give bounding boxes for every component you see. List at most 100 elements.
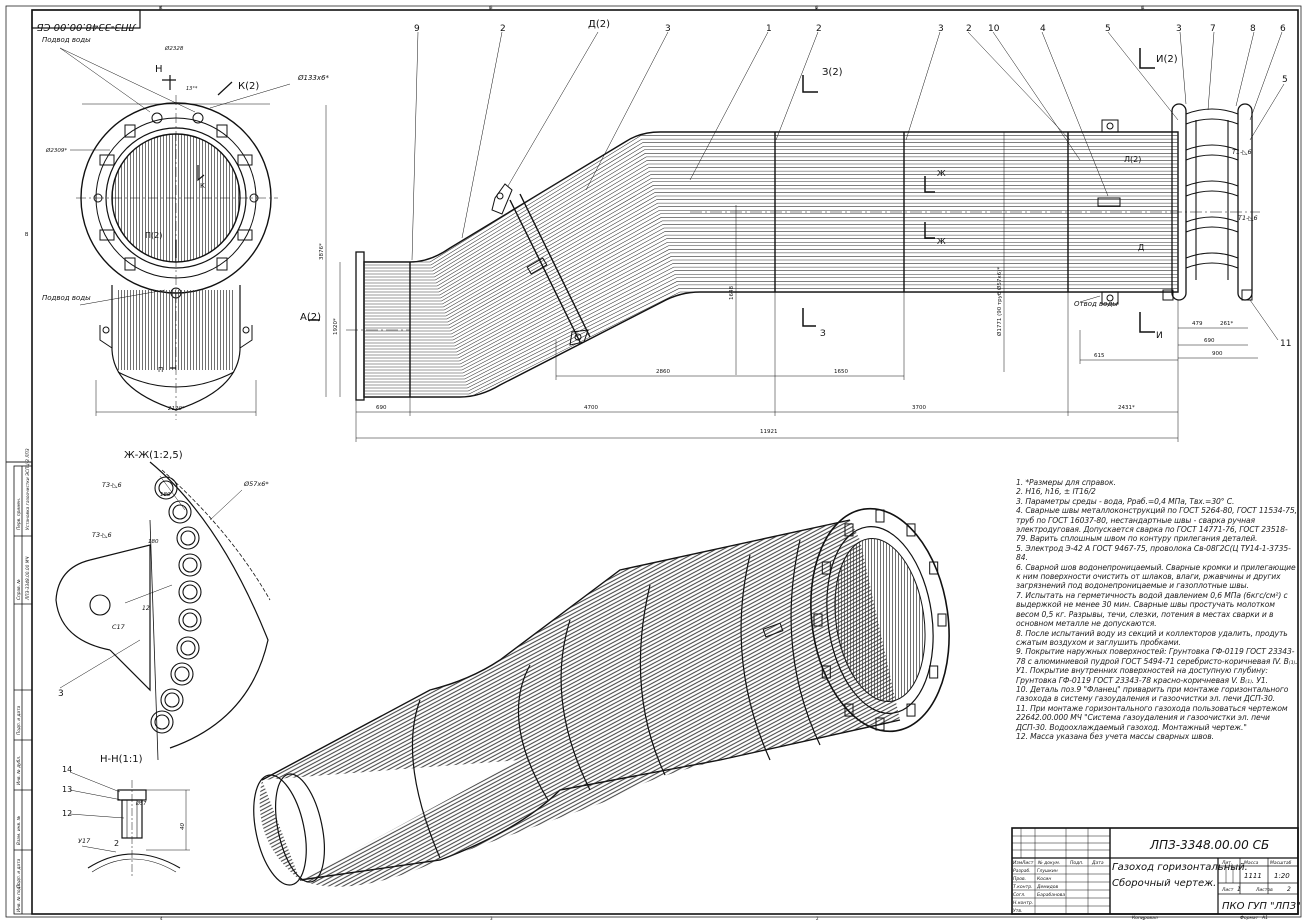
zh-marker-bottom: Ж bbox=[937, 237, 946, 246]
tube-line bbox=[364, 288, 1178, 395]
p-marker: П bbox=[158, 366, 163, 374]
pos-5a: 5 bbox=[1105, 24, 1111, 34]
tube-line bbox=[364, 206, 1178, 326]
tb-col-sign: Подп. bbox=[1070, 860, 1084, 866]
d-marker: Д bbox=[1138, 243, 1144, 252]
pos-4: 4 bbox=[1040, 24, 1046, 34]
tb-col-date: Дата bbox=[1091, 860, 1104, 866]
tb-format-val: А1 bbox=[1261, 915, 1268, 921]
tube-line bbox=[364, 149, 1178, 278]
note-4: 4. Сварные швы металлоконструкций по ГОС… bbox=[1016, 506, 1297, 544]
dim-2860: 2860 bbox=[656, 369, 670, 375]
section-tube-bore bbox=[164, 692, 180, 708]
flange-bracket bbox=[844, 703, 854, 717]
tube-line bbox=[364, 284, 1178, 392]
dim-overall: 11921 bbox=[760, 429, 778, 435]
section-tube bbox=[168, 500, 192, 524]
side-stamp bbox=[13, 465, 33, 915]
label-pipe-spec: Ø133х6* bbox=[297, 74, 329, 82]
side-label-first-use: Перв. примен. bbox=[16, 498, 22, 530]
label-water-out: Отвод воды bbox=[1074, 300, 1118, 308]
tb-name-3: Барабанова bbox=[1037, 892, 1065, 898]
tube-line bbox=[364, 224, 1178, 341]
note-5: 5. Электрод Э-42 А ГОСТ 9467-75, проволо… bbox=[1016, 543, 1291, 563]
tb-col-scale: Масштаб bbox=[1270, 860, 1292, 866]
section-zh bbox=[55, 461, 271, 761]
note-8: 8. После испытаний воду из секций и колл… bbox=[1016, 628, 1288, 647]
dim-1650: 1650 bbox=[834, 369, 848, 375]
dim-angle: 13°* bbox=[186, 86, 198, 92]
zh-marker-top: Ж bbox=[937, 169, 946, 178]
isometric-view bbox=[253, 507, 950, 887]
corner-stamp: ЛПЗ-3348.00.00 СБ bbox=[31, 9, 141, 32]
section-tube-bore bbox=[180, 530, 196, 546]
tb-role-0: Разраб. bbox=[1013, 868, 1031, 874]
flange-bracket bbox=[937, 613, 947, 627]
pos-7: 7 bbox=[1210, 24, 1216, 34]
tb-org: ПКО ГУП "ЛПЗ" bbox=[1222, 901, 1301, 912]
view-k-marker: К(2) bbox=[238, 81, 259, 92]
view-l-marker: Л(2) bbox=[1124, 155, 1141, 164]
sheet-frame: 4 3 2 1 4 3 2 1 В bbox=[5, 5, 1302, 921]
weld-t1-top: Т1-◺6 bbox=[1232, 148, 1252, 156]
section-tube bbox=[178, 553, 202, 577]
tb-name-2: Демидов bbox=[1036, 884, 1058, 890]
view-d-marker: Д(2) bbox=[588, 19, 610, 30]
svg-text:3: 3 bbox=[490, 916, 493, 921]
tube-line bbox=[364, 281, 1178, 389]
note-7: 7. Испытать на герметичность водой давле… bbox=[1016, 590, 1288, 629]
flange-bracket bbox=[813, 613, 823, 627]
flange-bracket bbox=[875, 717, 885, 731]
pipe-spec-57: Ø57х6* bbox=[243, 480, 269, 488]
pos-2-n: 2 bbox=[114, 839, 119, 848]
dim-690: 690 bbox=[376, 405, 387, 411]
note-1: 1. *Размеры для справок. bbox=[1016, 478, 1116, 487]
tb-col-doc: № докум. bbox=[1037, 860, 1060, 866]
flange-bracket bbox=[929, 561, 939, 575]
dim-1648: 1648 bbox=[729, 286, 735, 300]
tube-line bbox=[364, 245, 1178, 359]
section-tube bbox=[160, 688, 184, 712]
flange-bracket bbox=[844, 523, 854, 537]
pos-9: 9 bbox=[414, 24, 420, 34]
tube-line bbox=[364, 132, 1178, 263]
tube-line bbox=[364, 252, 1178, 365]
svg-text:2: 2 bbox=[816, 916, 819, 921]
pos-2a: 2 bbox=[500, 24, 506, 34]
tb-sheet-label: Лист bbox=[1221, 887, 1234, 893]
tb-col-izm: Изм bbox=[1013, 860, 1023, 866]
tube-line bbox=[364, 259, 1178, 371]
pos-3-zh: 3 bbox=[58, 689, 64, 699]
tube-line bbox=[364, 167, 1178, 293]
pos-3b: 3 bbox=[938, 24, 944, 34]
weld-t1-bottom: Т1-◺6 bbox=[1238, 214, 1258, 222]
tube-line bbox=[364, 145, 1178, 275]
dim-2120: 2120* bbox=[168, 406, 185, 412]
pos-8: 8 bbox=[1250, 24, 1256, 34]
section-tube-bore bbox=[172, 504, 188, 520]
pos-3c: 3 bbox=[1176, 24, 1182, 34]
dim-2309: Ø2309* bbox=[45, 147, 67, 154]
tube-line bbox=[364, 249, 1178, 362]
section-tube-bore bbox=[174, 666, 190, 682]
side-label-sign: Подп. и дата bbox=[16, 858, 22, 888]
weld-u17: У17 bbox=[78, 837, 91, 845]
pos-1: 1 bbox=[766, 24, 772, 34]
dim-180-bottom: 180 bbox=[148, 539, 159, 545]
side-code-installation: Установка газоочистки ЭСПЦ-3 ЛПЗ bbox=[25, 448, 31, 530]
svg-text:В: В bbox=[25, 232, 29, 238]
tube-line bbox=[364, 266, 1178, 377]
dim-40: 40 bbox=[180, 823, 186, 830]
flange-bracket bbox=[821, 665, 831, 679]
tb-scale: 1:20 bbox=[1274, 872, 1290, 880]
tube-line bbox=[364, 220, 1178, 338]
k-marker: К bbox=[200, 182, 205, 190]
svg-text:2: 2 bbox=[816, 5, 819, 10]
tube-line bbox=[364, 270, 1178, 380]
tb-copied: Копировал bbox=[1132, 915, 1158, 921]
section-tube bbox=[176, 526, 200, 550]
tb-drawing-number: ЛПЗ-3348.00.00 СБ bbox=[1149, 838, 1269, 852]
tube-line bbox=[364, 273, 1178, 383]
pos-14: 14 bbox=[62, 765, 72, 774]
tb-sheet: 1 bbox=[1237, 886, 1241, 893]
